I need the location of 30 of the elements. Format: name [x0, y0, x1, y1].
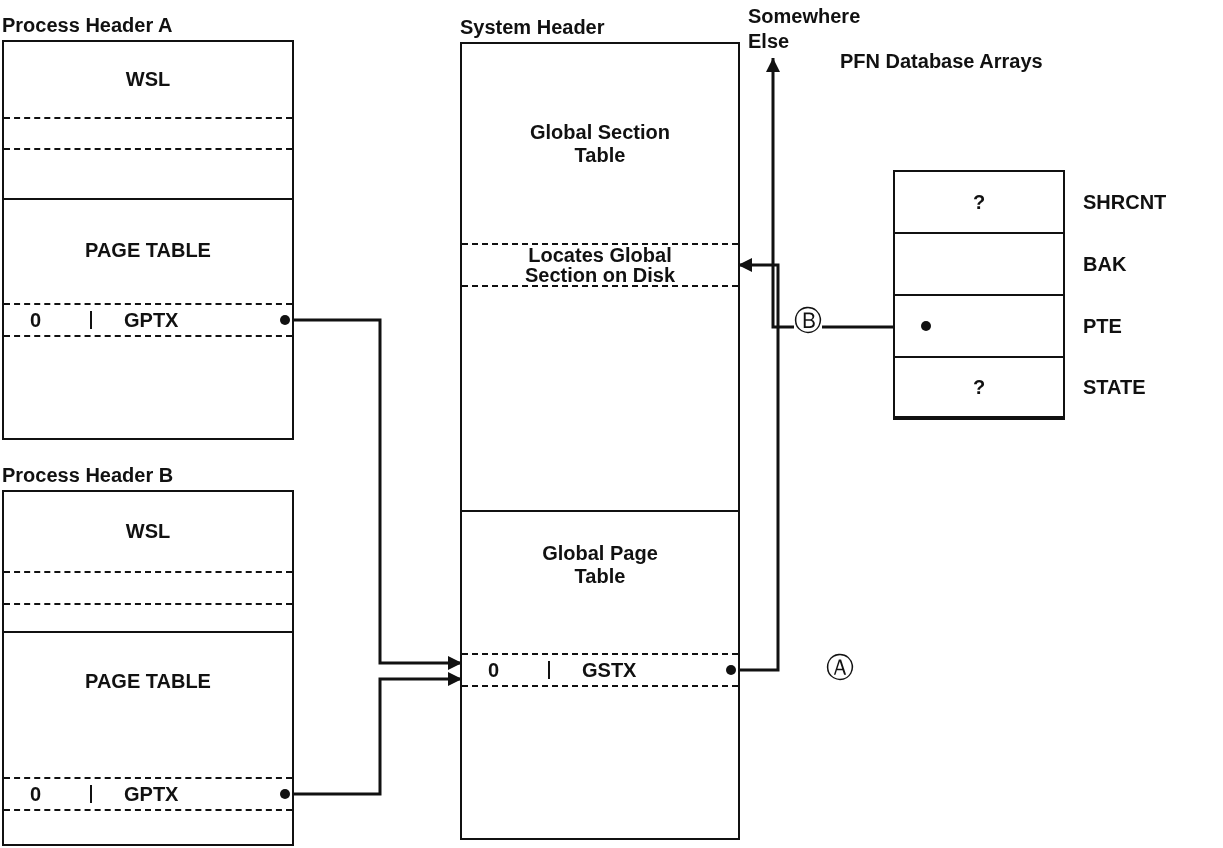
field-value: GPTX — [124, 308, 179, 332]
row-label: BAK — [1083, 252, 1127, 276]
table-heading: PFN Database Arrays — [840, 49, 1043, 74]
row-label: PTE — [1083, 314, 1122, 338]
field-value: GPTX — [124, 782, 179, 806]
table-row — [4, 303, 292, 337]
row-label: STATE — [1083, 375, 1146, 399]
section-label: WSL — [125, 520, 171, 543]
section-label: Locates Global Section on Disk — [524, 245, 676, 285]
section-label: Global Section Table — [529, 120, 671, 167]
table-heading: System Header — [460, 15, 605, 40]
cell-text: ? — [972, 375, 986, 399]
field-value: GSTX — [582, 658, 637, 682]
cell-text: ? — [972, 190, 986, 214]
table-heading: Process Header B — [2, 463, 174, 488]
table-heading: Process Header A — [2, 13, 173, 38]
section-label: WSL — [125, 68, 171, 91]
section-label: PAGE TABLE — [85, 669, 211, 693]
field-value: 0 — [488, 658, 500, 682]
table-row — [462, 243, 738, 287]
arrow — [766, 58, 895, 329]
field-value: 0 — [30, 782, 42, 806]
field-value: 0 — [30, 308, 42, 332]
edge-label: Ⓐ — [826, 653, 854, 683]
table-row — [4, 777, 292, 811]
row-label: SHRCNT — [1083, 190, 1167, 214]
table-row — [462, 653, 738, 687]
edge-label: Ⓑ — [794, 306, 822, 336]
section-label: Global Page Table — [541, 542, 659, 588]
section-label: PAGE TABLE — [85, 239, 211, 262]
